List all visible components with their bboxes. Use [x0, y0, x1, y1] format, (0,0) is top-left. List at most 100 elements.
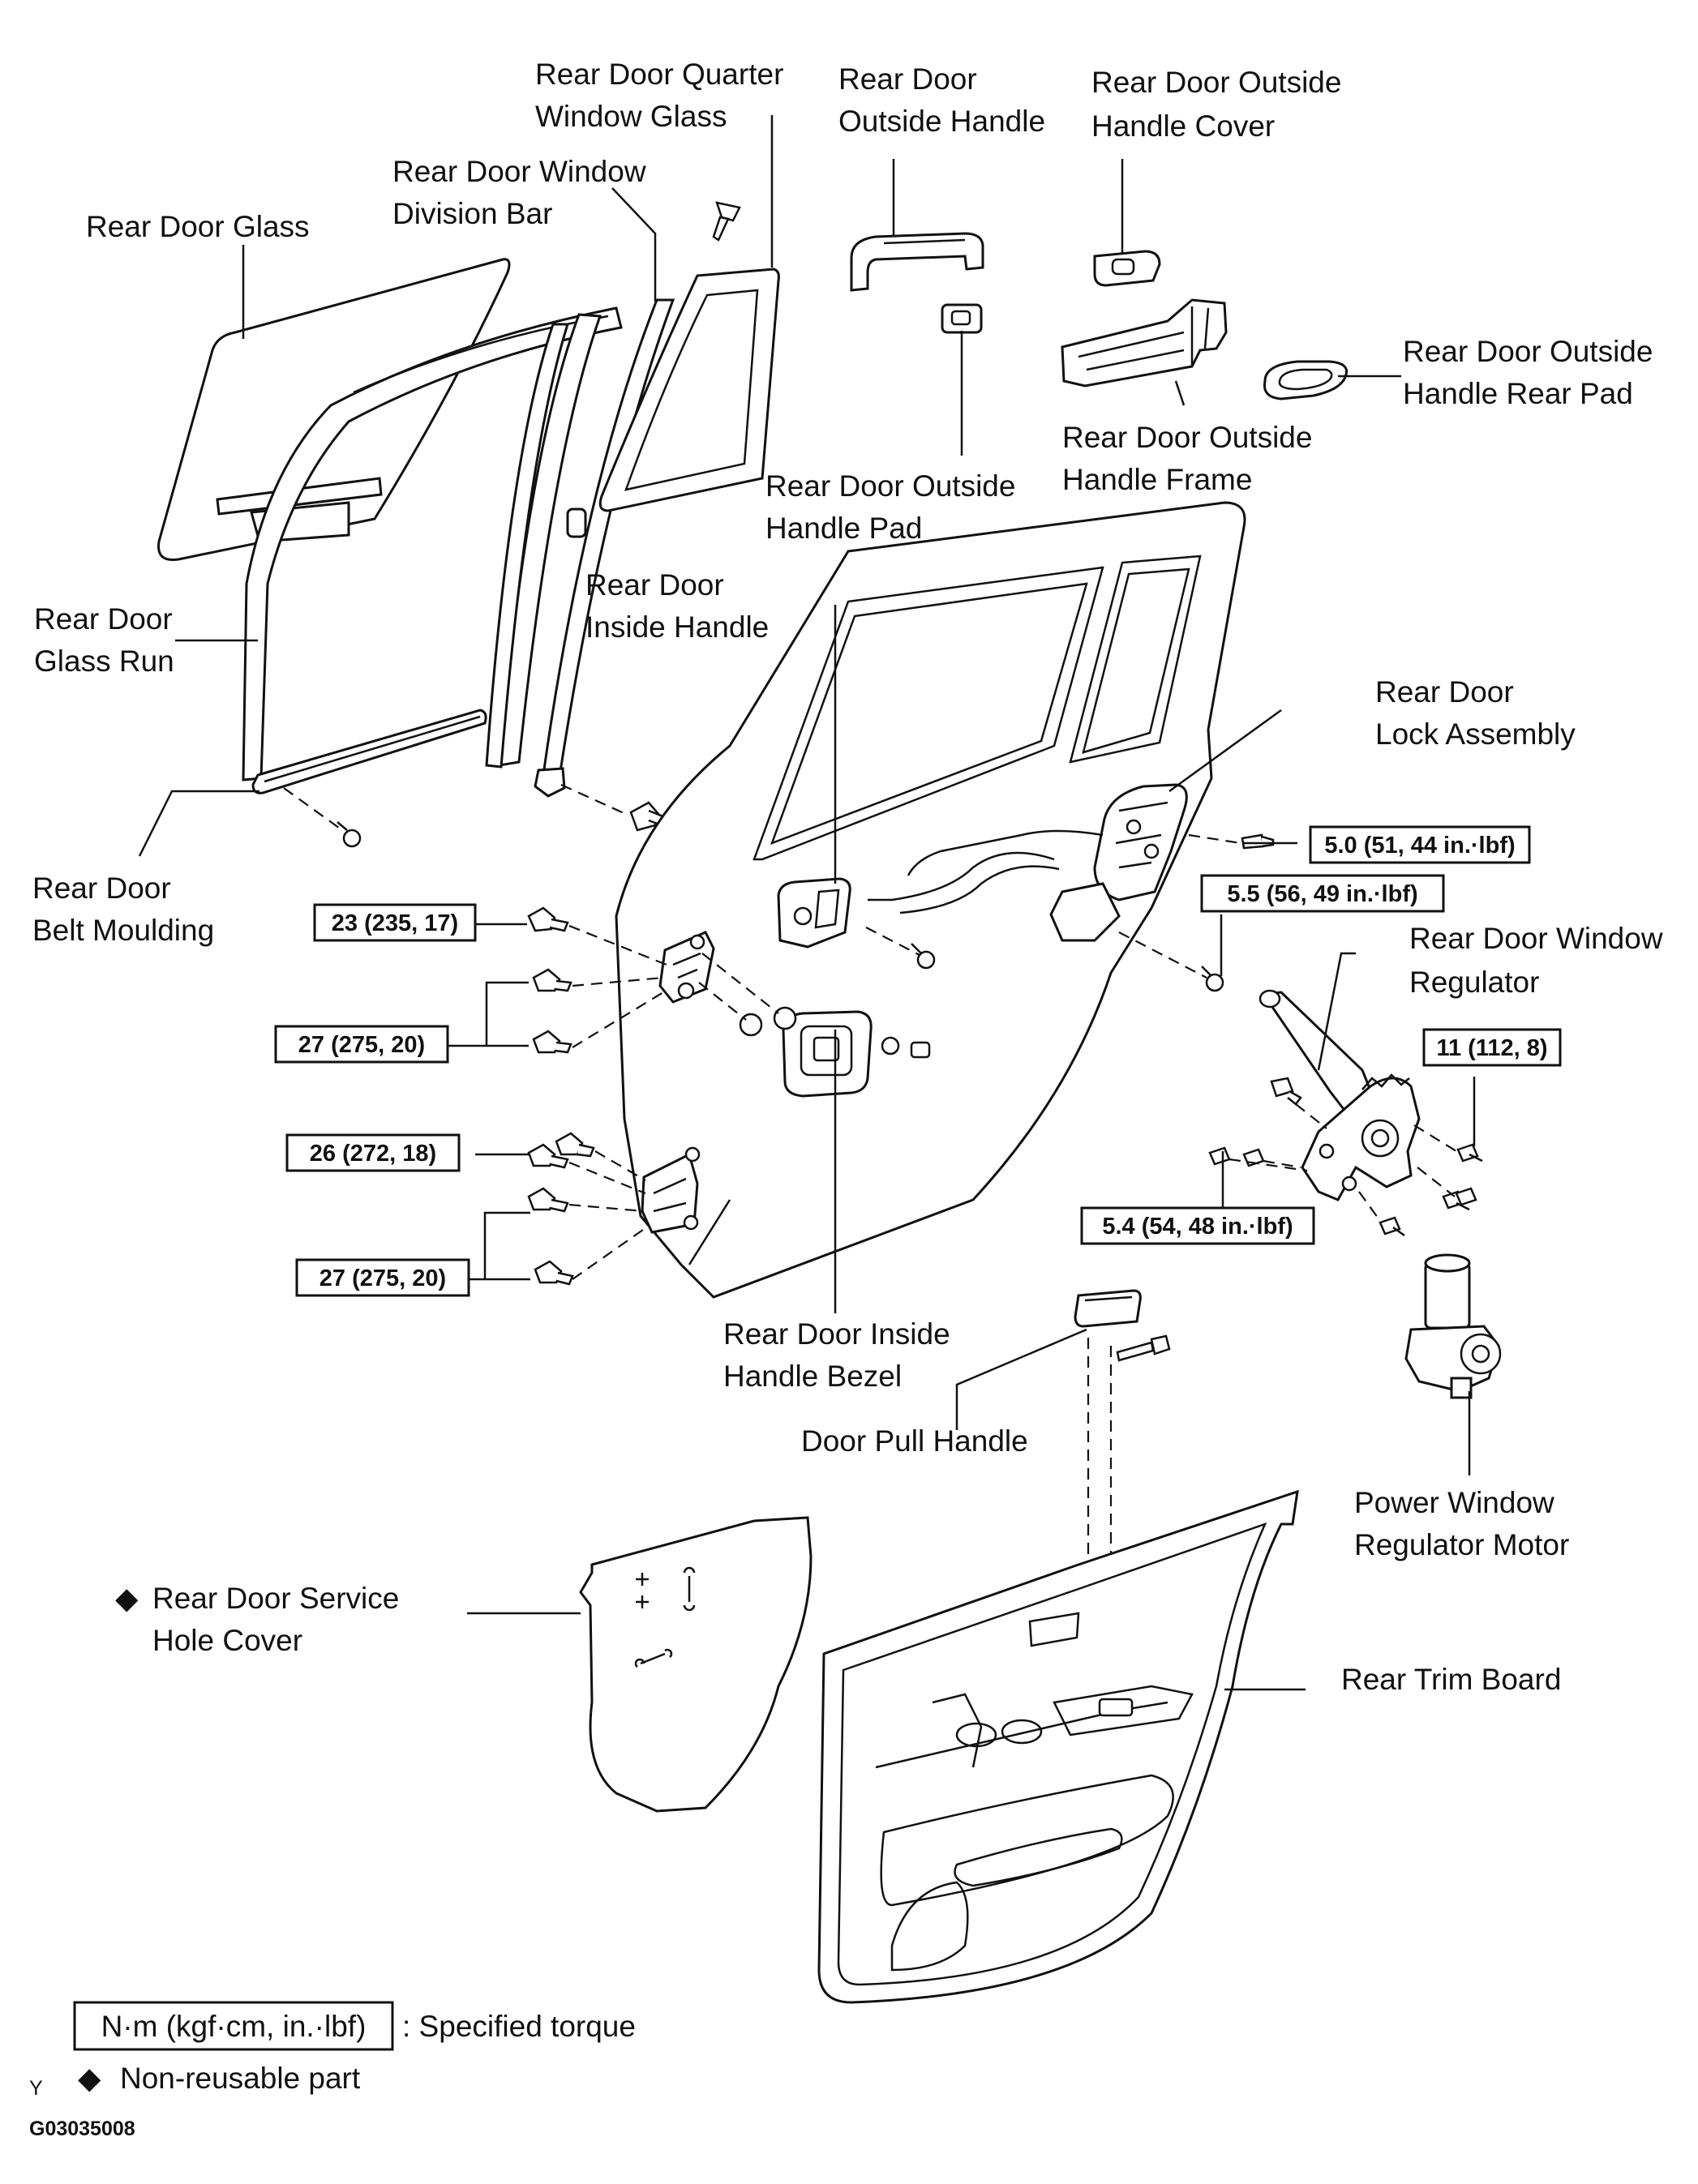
label-belt-moulding: Rear Door Belt Moulding — [32, 871, 214, 947]
label-line: Rear Door Inside — [723, 1317, 950, 1351]
label-line: Power Window — [1354, 1486, 1554, 1519]
torque-value: 27 (275, 20) — [319, 1265, 446, 1291]
quarter-glass-screw-icon — [712, 201, 741, 242]
nonreusable-diamond-icon: ◆ — [115, 1582, 139, 1615]
label-inside-handle: Rear Door Inside Handle — [585, 568, 769, 644]
label-door-pull-handle: Door Pull Handle — [801, 1424, 1028, 1458]
regulator-bolt-icon — [1208, 1077, 1483, 1237]
label-line: Rear Door — [32, 871, 171, 905]
torque-box-hinge-lower-2: 27 (275, 20) — [295, 1258, 470, 1297]
rear-door-outside-handle-pad — [941, 303, 983, 334]
legend-diamond-icon: ◆ — [78, 2062, 101, 2095]
label-glass-run: Rear Door Glass Run — [34, 602, 174, 678]
torque-value: 11 (112, 8) — [1436, 1035, 1547, 1061]
label-outside-handle-frame: Rear Door Outside Handle Frame — [1062, 421, 1312, 496]
bezel-screw-icon — [881, 1036, 931, 1059]
legend-torque-desc: : Specified torque — [402, 2010, 636, 2043]
rear-door-inside-handle — [777, 877, 851, 949]
label-outside-handle-pad: Rear Door Outside Handle Pad — [765, 469, 1015, 545]
label-line: Rear Trim Board — [1341, 1663, 1561, 1696]
label-line: Rear Door — [1375, 675, 1514, 709]
power-window-regulator-motor — [1404, 1253, 1502, 1399]
rear-trim-board — [817, 1489, 1299, 2004]
legend-torque-unit: N·m (kgf·cm, in.·lbf) — [101, 2010, 367, 2043]
torque-box-regulator-lower: 5.4 (54, 48 in.·lbf) — [1080, 1206, 1315, 1245]
label-line: Regulator Motor — [1354, 1528, 1569, 1561]
label-line: Rear Door — [34, 602, 173, 636]
label-line: Handle Pad — [765, 512, 922, 545]
torque-value: 5.5 (56, 49 in.·lbf) — [1227, 881, 1417, 907]
hinge-lower-bolt-icon — [527, 1132, 595, 1286]
label-line: Rear Door Service — [152, 1582, 399, 1615]
label-line: Rear Door — [838, 62, 977, 96]
hinge-lower-dash — [568, 1150, 650, 1280]
rear-door-belt-moulding — [251, 709, 487, 794]
torque-box-hinge-upper-1: 23 (235, 17) — [313, 903, 477, 942]
label-line: Division Bar — [392, 197, 552, 230]
label-line: Handle Cover — [1091, 109, 1275, 143]
door-pull-handle — [1074, 1289, 1142, 1328]
label-line: Handle Frame — [1062, 463, 1252, 496]
label-inside-handle-bezel: Rear Door Inside Handle Bezel — [723, 1317, 950, 1393]
lock-lower-screw-icon — [1201, 966, 1224, 992]
torque-value: 26 (272, 18) — [310, 1141, 436, 1167]
label-regulator-motor: Power Window Regulator Motor — [1354, 1486, 1569, 1561]
leader-lines — [138, 115, 1476, 1691]
label-service-hole-cover: ◆ Rear Door Service Hole Cover — [115, 1582, 399, 1657]
rear-door-window-regulator — [1258, 989, 1421, 1201]
rear-door-outside-handle-frame — [1061, 298, 1228, 388]
torque-box-lock-lower: 5.5 (56, 49 in.·lbf) — [1200, 874, 1445, 913]
label-line: Regulator — [1409, 966, 1539, 999]
label-line: Handle Rear Pad — [1403, 377, 1633, 410]
rear-door-outside-handle-cover — [1093, 250, 1161, 287]
label-line: Rear Door Glass — [86, 210, 310, 243]
lock-screw-dash — [1188, 833, 1241, 845]
label-line: Rear Door Outside — [1062, 421, 1312, 454]
torque-box-regulator-right: 11 (112, 8) — [1422, 1028, 1562, 1067]
rear-door-inside-handle-bezel — [782, 1010, 873, 1098]
legend-torque-box — [73, 2001, 394, 2051]
lock-lower-dash — [1118, 931, 1207, 979]
belt-moulding-screw-icon — [337, 821, 362, 848]
label-line: Hole Cover — [152, 1624, 302, 1657]
inside-handle-screw-icon — [911, 943, 936, 970]
label-trim-board: Rear Trim Board — [1341, 1663, 1561, 1696]
label-line: Handle Bezel — [723, 1360, 902, 1393]
label-line: Rear Door — [585, 568, 724, 602]
torque-value: 23 (235, 17) — [332, 910, 458, 936]
torque-box-hinge-lower-1: 26 (272, 18) — [285, 1133, 461, 1172]
label-outside-handle-rear-pad: Rear Door Outside Handle Rear Pad — [1403, 335, 1653, 410]
rear-door-glass-run — [242, 306, 623, 782]
label-line: Window Glass — [535, 100, 727, 133]
torque-value: 5.0 (51, 44 in.·lbf) — [1324, 833, 1515, 859]
label-line: Belt Moulding — [32, 914, 214, 947]
inside-handle-screw-dash — [865, 927, 920, 956]
label-line: Rear Door Outside — [1403, 335, 1653, 368]
label-outside-handle: Rear Door Outside Handle — [838, 62, 1045, 138]
label-line: Rear Door Window — [1409, 922, 1663, 955]
rear-door-outside-handle-rear-pad — [1263, 360, 1349, 400]
belt-moulding-screw-dash — [283, 787, 343, 831]
label-line: Rear Door Outside — [1091, 66, 1341, 99]
regulator-dash — [1228, 1103, 1457, 1222]
label-line: Outside Handle — [838, 105, 1045, 138]
label-division-bar: Rear Door Window Division Bar — [392, 155, 646, 230]
label-line: Door Pull Handle — [801, 1424, 1028, 1458]
rear-door-quarter-window-glass — [598, 268, 780, 512]
division-bar-bolt-dash — [560, 783, 630, 817]
lock-screw-icon — [1241, 833, 1275, 850]
label-line: Rear Door Outside — [765, 469, 1015, 503]
rear-door-panel — [615, 501, 1246, 1299]
label-outside-handle-cover: Rear Door Outside Handle Cover — [1091, 66, 1341, 143]
hinge-upper-nut-dash — [698, 953, 779, 1021]
label-line: Lock Assembly — [1375, 717, 1576, 751]
torque-value: 5.4 (54, 48 in.·lbf) — [1102, 1214, 1293, 1240]
rear-door-service-hole-cover — [579, 1516, 813, 1813]
figure-code: G03035008 — [29, 2118, 135, 2140]
torque-box-lock: 5.0 (51, 44 in.·lbf) — [1309, 825, 1531, 864]
label-line: Inside Handle — [585, 610, 769, 644]
label-line: Rear Door Quarter — [535, 58, 783, 91]
label-line: Glass Run — [34, 644, 174, 678]
label-door-glass: Rear Door Glass — [86, 210, 310, 243]
